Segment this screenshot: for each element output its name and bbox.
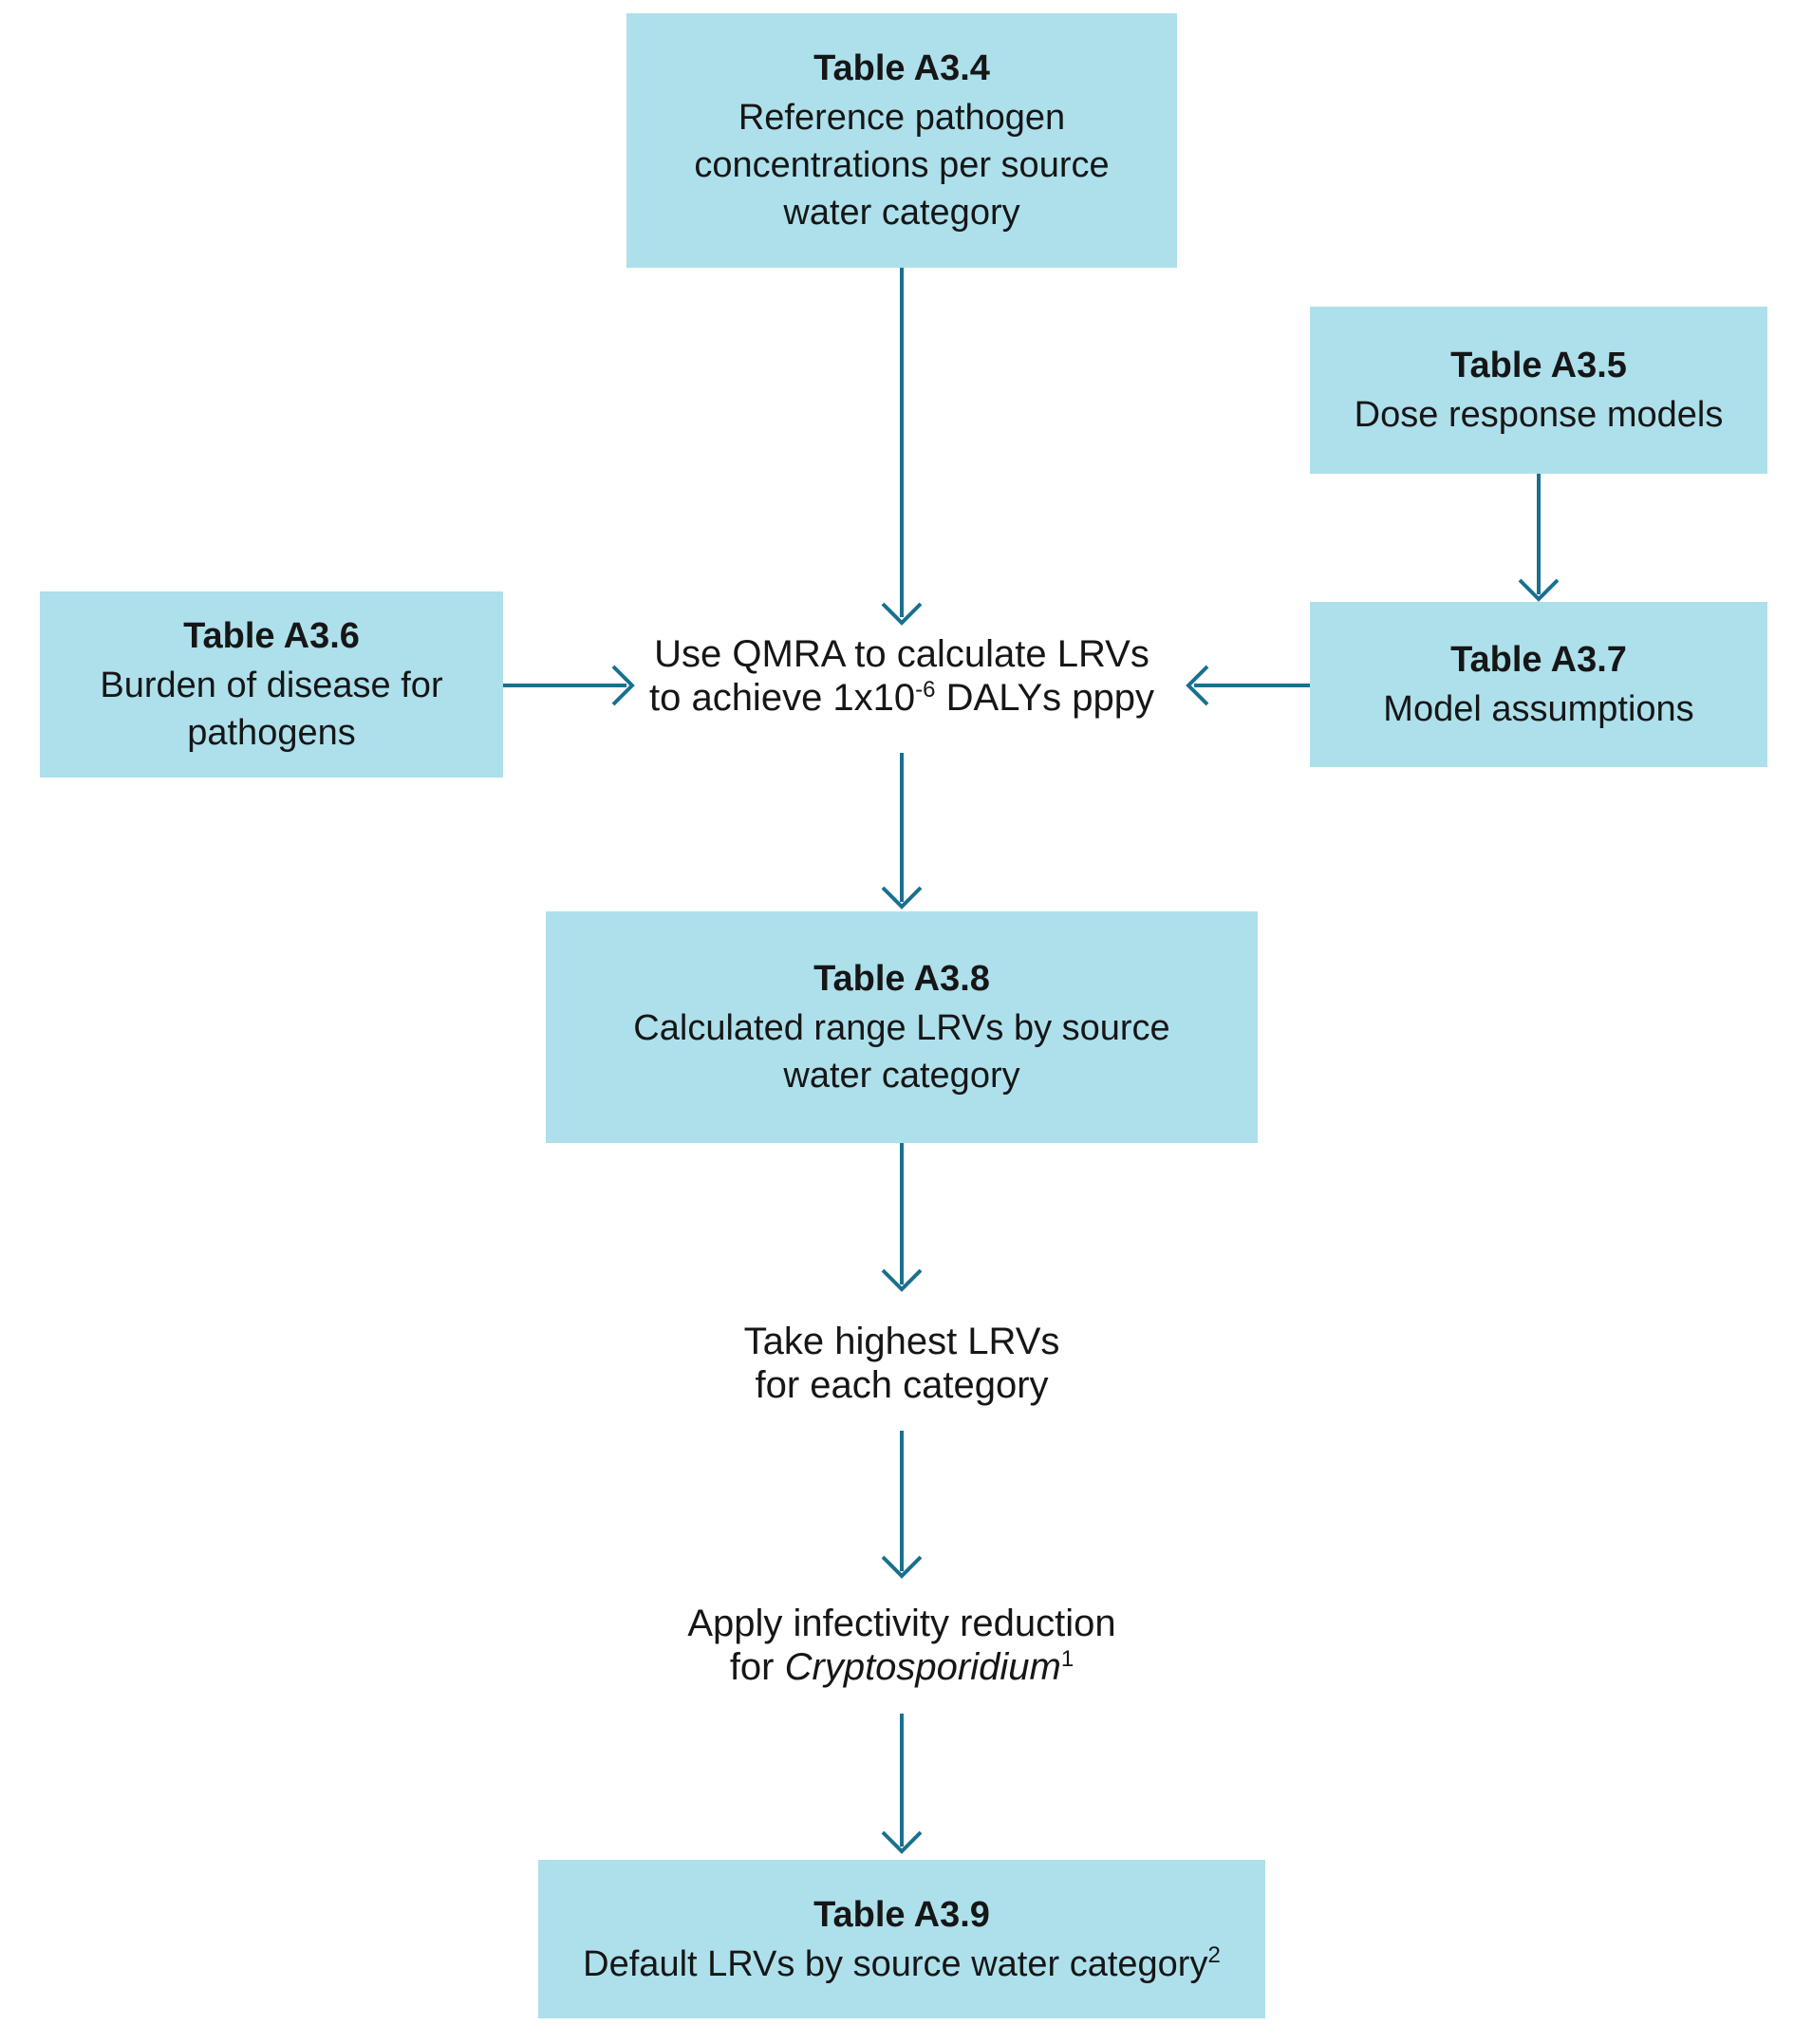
apply-infectivity-step-text: Apply infectivity reduction for Cryptosp… bbox=[570, 1602, 1234, 1689]
take-highest-step-text: Take highest LRVs for each category bbox=[570, 1320, 1234, 1407]
qmra-step-text: Use QMRA to calculate LRVs to achieve 1x… bbox=[522, 632, 1281, 720]
arrow-a37-to-qmra-icon bbox=[1186, 665, 1310, 706]
table-a39-title: Table A3.9 bbox=[813, 1894, 990, 1935]
qmra-line2-post: DALYs pppy bbox=[935, 677, 1155, 719]
qmra-line2-pre: to achieve 1x10 bbox=[648, 677, 916, 719]
arrow-apply-to-a39-icon bbox=[881, 1714, 923, 1854]
table-a38-title: Table A3.8 bbox=[813, 959, 990, 999]
table-a38-box: Table A3.8 Calculated range LRVs by sour… bbox=[546, 911, 1258, 1143]
table-a39-body-text: Default LRVs by source water category bbox=[583, 1943, 1208, 1984]
arrow-take-highest-to-apply-icon bbox=[881, 1431, 923, 1579]
arrow-a38-to-take-highest-icon bbox=[881, 1143, 923, 1292]
qmra-exponent-sup: -6 bbox=[915, 677, 936, 703]
arrow-a35-to-a37-icon bbox=[1518, 474, 1560, 602]
apply-infectivity-footnote-sup: 1 bbox=[1060, 1646, 1075, 1672]
table-a39-footnote-sup: 2 bbox=[1207, 1941, 1221, 1968]
table-a37-title: Table A3.7 bbox=[1450, 640, 1627, 680]
arrow-a36-to-qmra-icon bbox=[503, 665, 635, 706]
qmra-line2: to achieve 1x10-6 DALYs pppy bbox=[522, 676, 1281, 720]
table-a36-title: Table A3.6 bbox=[183, 616, 360, 656]
cryptosporidium-italic: Cryptosporidium bbox=[784, 1646, 1061, 1688]
take-highest-line2: for each category bbox=[755, 1364, 1049, 1406]
arrow-qmra-to-a38-icon bbox=[881, 753, 923, 909]
table-a35-box: Table A3.5 Dose response models bbox=[1310, 307, 1767, 474]
apply-infectivity-line1: Apply infectivity reduction bbox=[687, 1603, 1116, 1644]
table-a34-title: Table A3.4 bbox=[813, 48, 990, 88]
apply-infectivity-line2: for Cryptosporidium1 bbox=[570, 1645, 1234, 1689]
take-highest-line1: Take highest LRVs bbox=[743, 1321, 1060, 1362]
table-a37-box: Table A3.7 Model assumptions bbox=[1310, 602, 1767, 767]
table-a35-title: Table A3.5 bbox=[1450, 346, 1627, 385]
table-a39-body: Default LRVs by source water category2 bbox=[583, 1941, 1221, 1988]
table-a37-body: Model assumptions bbox=[1383, 689, 1694, 729]
table-a39-box: Table A3.9 Default LRVs by source water … bbox=[538, 1860, 1265, 2018]
arrow-a34-to-qmra-icon bbox=[881, 268, 923, 626]
table-a35-body: Dose response models bbox=[1354, 395, 1724, 435]
apply-infectivity-line2-pre: for bbox=[729, 1646, 785, 1688]
qmra-line1: Use QMRA to calculate LRVs bbox=[654, 633, 1149, 675]
